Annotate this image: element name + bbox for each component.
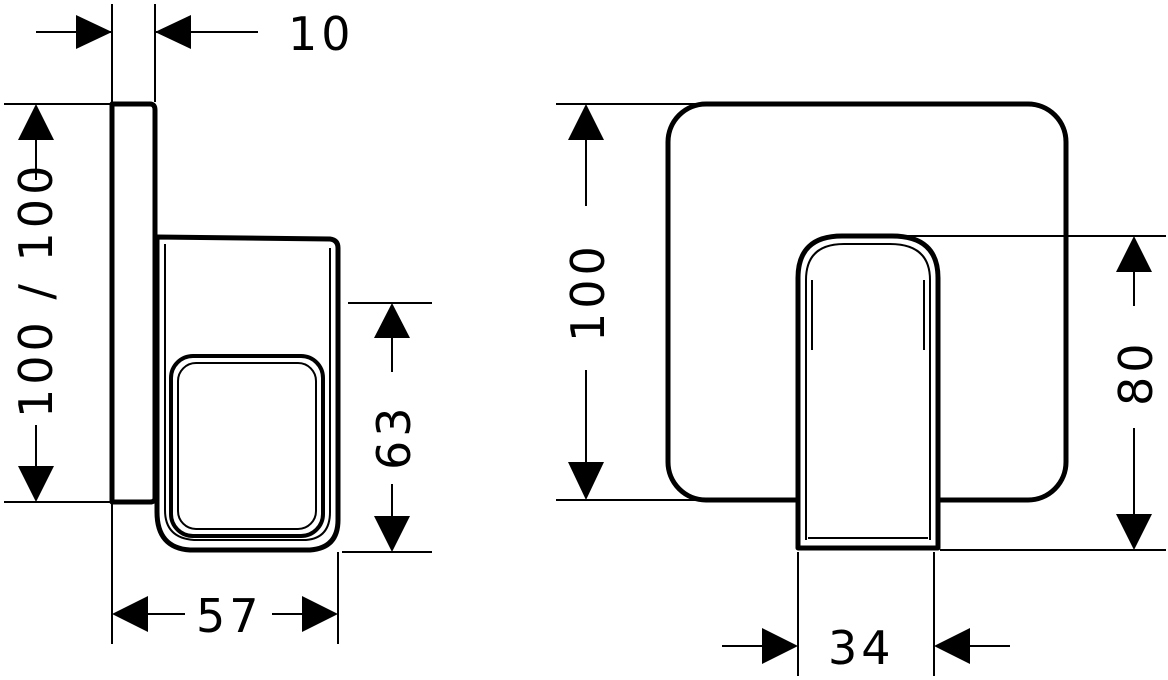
dim-arrow-left [934,628,970,664]
dim-label-front-lever-height: 80 [1109,339,1163,406]
dim-label-front-height: 100 [561,242,615,342]
dim-arrow-up [18,104,54,140]
side-lever-inner-contour [164,244,331,541]
dim-arrow-right [302,596,338,632]
front-lever [795,233,941,551]
dim-arrow-down [18,466,54,502]
side-plate [109,101,158,505]
dim-arrow-right [762,628,798,664]
dim-arrow-down [568,462,604,500]
dim-label-plate-thickness: 10 [288,7,355,61]
dim-label-side-height: 100 / 100 [9,162,63,418]
side-lever-body [154,234,341,553]
side-grip-recess [169,354,325,538]
dim-label-depth: 57 [196,589,263,643]
dim-arrow-left [112,596,148,632]
side-view: 10 100 / 100 63 57 [4,4,432,644]
dim-arrow-up [568,104,604,140]
dim-arrow-down [1116,514,1152,550]
front-view: 100 80 34 [556,101,1166,676]
dim-label-lever-width: 34 [828,621,895,675]
dim-arrow-up [1116,236,1152,272]
dim-arrow-right [76,15,112,49]
dim-arrow-down [374,516,410,552]
dim-label-lever-height: 63 [367,403,421,470]
side-grip-recess-inner [177,362,317,530]
dim-arrow-left [155,15,191,49]
front-lever-inner [805,243,931,540]
dim-arrow-up [374,303,410,338]
